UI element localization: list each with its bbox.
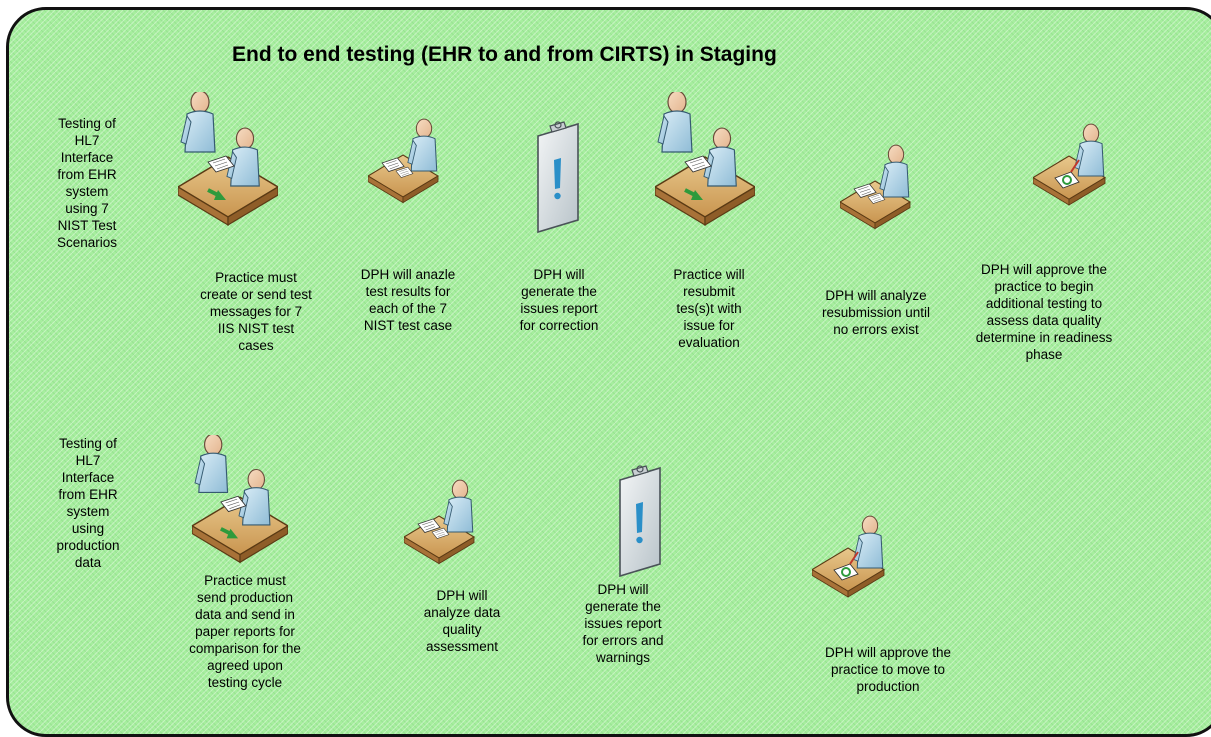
approver-icon: [812, 515, 885, 598]
meeting-icon: [655, 92, 755, 226]
approver-icon: [1033, 123, 1106, 206]
step-text: DPH will generate the issues report for …: [519, 267, 599, 333]
reviewer-icon: [840, 144, 911, 230]
step-text: DPH will approve the practice to begin a…: [975, 262, 1113, 362]
reviewer-icon: [404, 479, 475, 565]
step-text: Practice must create or send test messag…: [200, 270, 312, 353]
reviewer-icon: [368, 118, 439, 204]
step-text: DPH will analyze data quality assessment: [423, 588, 501, 654]
clipboard-alert-icon: [537, 121, 579, 234]
diagram-title: End to end testing (EHR to and from CIRT…: [232, 43, 777, 66]
step-text: DPH will generate the issues report for …: [582, 582, 664, 665]
clipboard-alert-icon: [619, 465, 661, 578]
meeting-icon: [178, 92, 278, 226]
step-text: DPH will anazle test results for each of…: [360, 267, 456, 333]
row-label-production: Testing of HL7 Interface from EHR system…: [56, 436, 120, 570]
step-text: Practice must send production data and s…: [189, 573, 301, 690]
step-text: Practice will resubmit tes(s)t with issu…: [673, 267, 745, 350]
row-label-nist: Testing of HL7 Interface from EHR system…: [56, 116, 118, 250]
step-text: DPH will approve the practice to move to…: [824, 645, 952, 694]
step-text: DPH will analyze resubmission until no e…: [821, 288, 931, 337]
meeting-icon: [192, 435, 288, 564]
